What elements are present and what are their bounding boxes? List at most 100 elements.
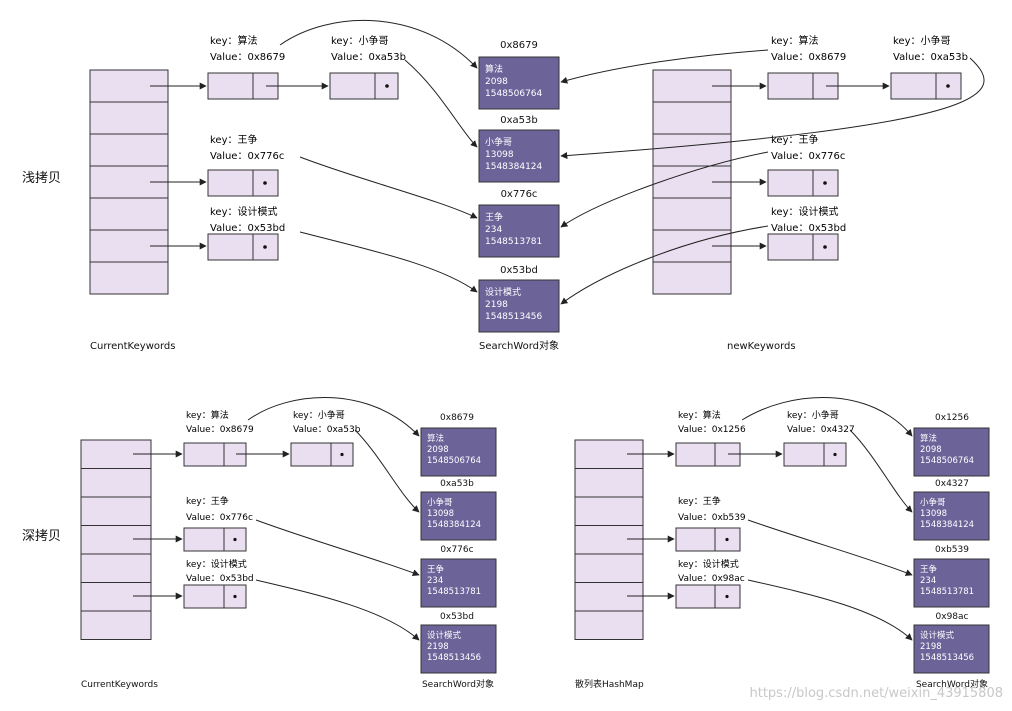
shallow-right-node-xiaozhengge: key：小争哥 Value：0xa53b [890,34,968,100]
shallow-center-title: SearchWord对象 [479,339,559,352]
node-value: Value：0xa53b [893,52,968,63]
deep-right-node-xiaozhengge: key：小争哥 Value：0x4327 [783,409,855,467]
deep-object-776c: 0x776c 王争 234 1548513781 [420,545,497,608]
object-line: 2098 [485,77,508,87]
section-label-deep: 深拷贝 [22,529,61,544]
deep-right-objects-title: SearchWord对象 [916,678,988,690]
node-value: Value：0xb539 [678,513,746,523]
node-value: Value：0x8679 [210,52,285,63]
node-value: Value：0x53bd [210,223,285,234]
deep-right-node-suanfa: key：算法 Value：0x1256 [675,409,746,467]
deep-object-b539: 0xb539 王争 234 1548513781 [913,545,990,608]
shallow-object-8679: 0x8679 算法 2098 1548506764 [478,40,560,110]
object-line: 算法 [485,63,503,75]
deep-left-arrows [133,396,420,641]
deep-object-4327: 0x4327 小争哥 13098 1548384124 [913,479,990,541]
object-address: 0xb539 [935,545,969,555]
node-key: key：算法 [678,409,721,421]
shallow-object-53bd: 0x53bd 设计模式 2198 1548513456 [478,265,560,333]
object-line: 234 [920,576,936,586]
shallow-left-title: CurrentKeywords [90,341,175,352]
object-line: 2198 [920,642,942,652]
object-address: 0x8679 [440,413,474,423]
deep-left-node-xiaozhengge: key：小争哥 Value：0xa53b [290,409,361,467]
shallow-object-776c: 0x776c 王争 234 1548513781 [478,189,560,258]
object-line: 2198 [427,642,449,652]
object-address: 0x98ac [936,612,969,622]
object-line: 2098 [427,445,449,455]
deep-object-53bd: 0x53bd 设计模式 2198 1548513456 [420,612,497,674]
object-address: 0x4327 [935,479,969,489]
deep-left-node-suanfa: key：算法 Value：0x8679 [183,409,254,467]
node-key: key：王争 [210,133,258,146]
object-line: 13098 [920,509,947,519]
object-address: 0x776c [501,189,538,200]
node-key: key：小争哥 [893,34,951,47]
deep-right-arrows [627,396,913,641]
shallow-right-node-wangzheng: key：王争 Value：0x776c [767,133,845,197]
deep-object-1256: 0x1256 算法 2098 1548506764 [913,413,990,477]
node-value: Value：0x776c [210,151,284,162]
shallow-left-node-sheji: key：设计模式 Value：0x53bd [207,205,285,261]
shallow-right-node-suanfa: key：算法 Value：0x8679 [767,34,846,100]
object-line: 1548506764 [920,456,974,466]
object-line: 1548513456 [485,312,543,322]
node-value: Value：0x98ac [678,574,745,584]
deep-right-node-wangzheng: key：王争 Value：0xb539 [675,495,746,552]
node-value: Value：0x8679 [186,425,254,435]
node-key: key：设计模式 [186,558,247,570]
node-value: Value：0x776c [186,513,253,523]
node-value: Value：0x776c [771,151,845,162]
shallow-right-title: newKeywords [727,341,796,352]
node-key: key：王争 [186,495,229,507]
node-value: Value：0x8679 [771,52,846,63]
node-key: key：算法 [186,409,229,421]
object-line: 设计模式 [485,286,521,298]
object-address: 0x1256 [935,413,969,423]
object-line: 1548384124 [485,162,543,172]
node-value: Value：0x53bd [186,574,254,584]
object-address: 0x53bd [500,265,538,276]
shallow-left-node-suanfa: key：算法 Value：0x8679 [207,34,285,100]
object-line: 小争哥 [920,497,946,508]
object-line: 1548513781 [920,587,974,597]
object-address: 0x776c [440,545,473,555]
object-line: 1548506764 [427,456,481,466]
deep-hashmap-array [574,439,644,640]
object-line: 1548506764 [485,89,543,99]
object-line: 小争哥 [485,136,512,148]
object-line: 设计模式 [427,630,462,641]
object-line: 1548513456 [427,653,481,663]
object-line: 设计模式 [920,630,955,641]
object-line: 234 [427,576,443,586]
object-line: 1548513456 [920,653,974,663]
object-line: 13098 [485,150,514,160]
deep-current-keywords-array [80,439,152,640]
node-key: key：设计模式 [210,205,278,218]
shallow-left-node-xiaozhengge: key：小争哥 Value：0xa53b [329,34,406,100]
node-key: key：小争哥 [293,409,345,421]
node-key: key：设计模式 [771,205,839,218]
deep-object-8679: 0x8679 算法 2098 1548506764 [420,413,497,477]
node-value: Value：0x4327 [787,425,855,435]
object-line: 王争 [427,564,445,575]
deep-left-title: CurrentKeywords [81,680,158,690]
node-value: Value：0x1256 [678,425,746,435]
object-line: 算法 [920,433,937,444]
deep-object-a53b: 0xa53b 小争哥 13098 1548384124 [420,479,497,541]
watermark-text: https://blog.csdn.net/weixin_43915808 [749,686,1003,701]
shallow-new-keywords-array [652,69,732,295]
object-line: 2098 [920,445,942,455]
object-line: 小争哥 [427,497,453,508]
object-line: 王争 [920,564,938,575]
object-address: 0x8679 [500,40,538,51]
node-key: key：算法 [210,34,258,47]
node-key: key：王争 [678,495,721,507]
shallow-left-node-wangzheng: key：王争 Value：0x776c [207,133,284,197]
object-line: 13098 [427,509,454,519]
object-address: 0x53bd [440,612,474,622]
shallow-right-node-sheji: key：设计模式 Value：0x53bd [767,205,846,261]
deep-left-node-wangzheng: key：王争 Value：0x776c [183,495,253,552]
